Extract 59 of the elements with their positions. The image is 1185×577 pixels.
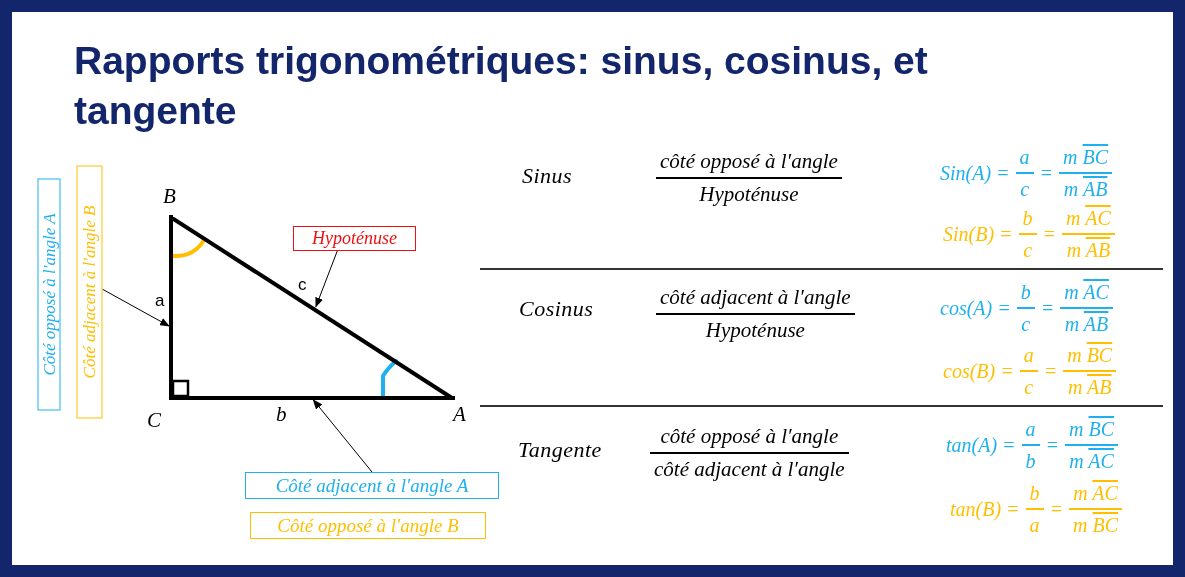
side-callout: Côté opposé à l′angle A: [37, 178, 60, 410]
numerator: m BC: [1059, 144, 1113, 174]
equals-sign: =: [1043, 359, 1058, 383]
denominator: m AB: [1062, 177, 1109, 202]
denominator: m AB: [1066, 375, 1113, 400]
function-label: Sin(B) =: [943, 222, 1013, 246]
side-label: c: [298, 276, 307, 293]
vertex-label: b: [276, 404, 287, 425]
side-callout: Côté adjacent à l′angle B: [76, 165, 102, 418]
numerator: m BC: [1063, 342, 1117, 372]
numerator: m AC: [1069, 480, 1123, 510]
numerator: b: [1018, 205, 1037, 235]
equals-sign: =: [1049, 497, 1064, 521]
function-label: cos(B) =: [943, 359, 1014, 383]
vertex-label: C: [147, 410, 161, 431]
equals-sign: =: [1045, 433, 1060, 457]
vertex-label: B: [163, 186, 176, 207]
numerator: b: [1025, 480, 1044, 510]
denominator: Hypoténuse: [698, 181, 800, 209]
denominator: m AB: [1063, 312, 1110, 337]
ratio-name: Tangente: [518, 437, 602, 463]
numerator: côté adjacent à l′angle: [656, 284, 855, 316]
equals-sign: =: [1042, 222, 1057, 246]
numerator: m AC: [1060, 279, 1113, 309]
denominator: c: [1020, 312, 1032, 337]
function-label: tan(B) =: [950, 497, 1020, 521]
denominator: b: [1024, 449, 1037, 474]
denominator: a: [1028, 513, 1041, 538]
function-label: tan(A) =: [946, 433, 1016, 457]
denominator: Hypoténuse: [704, 317, 806, 345]
ratio-name: Sinus: [522, 163, 573, 189]
denominator: côté adjacent à l′angle: [653, 456, 846, 484]
denominator: c: [1019, 177, 1031, 202]
denominator: c: [1023, 375, 1035, 400]
side-callout: Côté adjacent à l′angle A: [245, 472, 499, 499]
numerator: côté opposé à l′angle: [656, 148, 842, 180]
side-callout: Côté opposé à l′angle B: [250, 512, 486, 539]
denominator: m AB: [1065, 238, 1112, 263]
numerator: a: [1021, 416, 1040, 446]
denominator: c: [1022, 238, 1034, 263]
numerator: m AC: [1062, 205, 1115, 235]
function-label: Sin(A) =: [940, 161, 1010, 185]
leader-arrow: [315, 250, 338, 308]
denominator: m AC: [1068, 449, 1115, 474]
numerator: a: [1015, 144, 1034, 174]
equals-sign: =: [1039, 161, 1054, 185]
numerator: m BC: [1065, 416, 1119, 446]
side-label: a: [155, 292, 165, 309]
vertex-label: A: [453, 404, 466, 425]
leader-arrow: [312, 399, 373, 473]
function-label: cos(A) =: [940, 296, 1011, 320]
numerator: b: [1016, 279, 1035, 309]
denominator: m BC: [1072, 513, 1120, 538]
leader-arrow: [101, 288, 170, 327]
title: Rapports trigonométriques: sinus, cosinus, et tangente: [74, 38, 929, 134]
numerator: a: [1019, 342, 1038, 372]
numerator: côté opposé à l′angle: [650, 423, 849, 455]
equals-sign: =: [1040, 296, 1055, 320]
ratio-name: Cosinus: [519, 296, 594, 322]
